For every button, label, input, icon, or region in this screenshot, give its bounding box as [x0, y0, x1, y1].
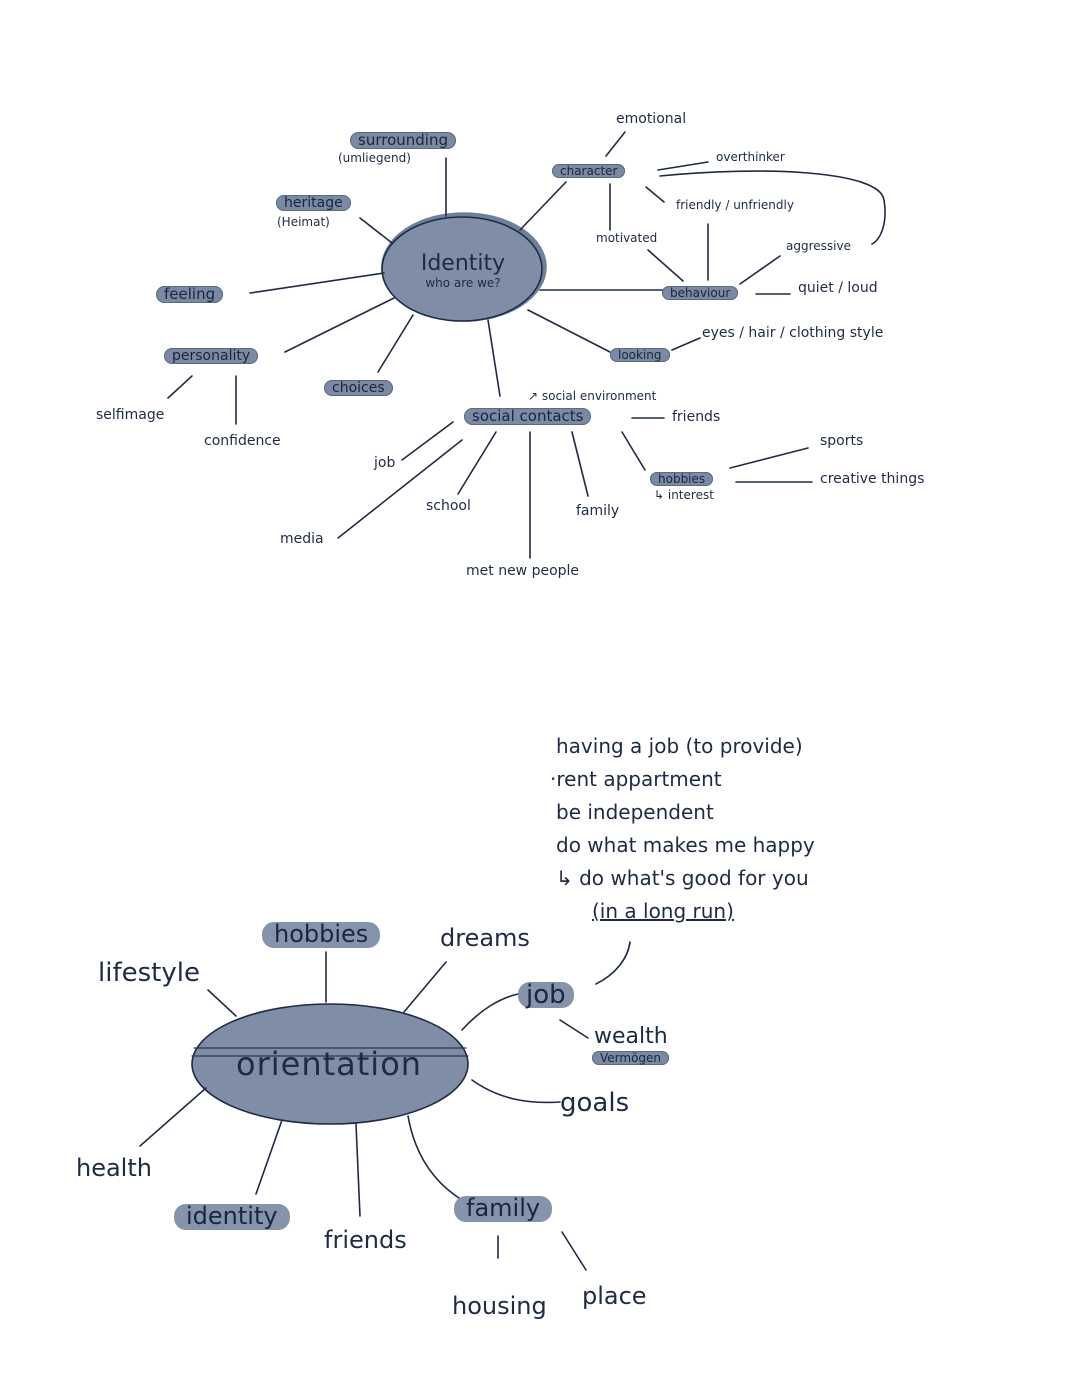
link-motivated-behaviour [647, 249, 684, 282]
link2-friends [355, 1123, 361, 1217]
link-personality [284, 297, 395, 353]
node-media: media [280, 531, 324, 547]
note-line-5: ↳ do what's good for you [556, 866, 809, 890]
link2-goals [471, 1079, 561, 1104]
node-social-contacts: social contacts [464, 408, 592, 425]
identity-center: Identity who are we? [390, 252, 536, 290]
node-selfimage: selfimage [96, 407, 165, 423]
node-sports: sports [820, 433, 864, 449]
link-heritage [359, 217, 393, 244]
node2-wealth-note: Vermögen [592, 1051, 670, 1065]
node2-health: health [76, 1154, 152, 1182]
link2-health [139, 1087, 207, 1147]
node-friends: friends [672, 409, 721, 425]
note-line-2: ·rent appartment [550, 767, 722, 791]
node2-job: job [518, 982, 574, 1008]
identity-subtitle: who are we? [425, 276, 501, 291]
identity-oval [381, 216, 543, 322]
link2-place [561, 1231, 587, 1271]
node-emotional: emotional [616, 111, 687, 127]
node-school: school [426, 498, 471, 514]
orientation-center: orientation [236, 1045, 423, 1083]
node-family: family [576, 503, 620, 519]
node-motivated: motivated [596, 231, 658, 245]
link2-dreams [403, 961, 447, 1013]
link-family [571, 431, 589, 497]
node2-dreams: dreams [440, 924, 530, 952]
node-feeling: feeling [156, 286, 224, 303]
node2-wealth: wealth [594, 1024, 668, 1049]
node-choices: choices [324, 380, 393, 396]
node-overthinker: overthinker [716, 150, 785, 164]
link-eyes [671, 337, 701, 351]
node-heritage: heritage [276, 195, 351, 211]
link2-identity [255, 1119, 283, 1195]
node-job: job [374, 455, 396, 471]
node-friendly: friendly / unfriendly [676, 198, 794, 212]
node-surrounding: surrounding [350, 132, 456, 149]
link-job [401, 421, 454, 461]
node-creative-things: creative things [820, 471, 925, 487]
node2-place: place [582, 1282, 647, 1310]
node-hobbies: hobbies [650, 472, 714, 486]
node2-family: family [454, 1196, 553, 1222]
node2-lifestyle: lifestyle [98, 958, 200, 988]
node2-housing: housing [452, 1292, 547, 1320]
node-surrounding-note: (umliegend) [338, 151, 411, 165]
link-overthinker [657, 161, 709, 171]
link-looking [527, 309, 611, 353]
link-selfimage [167, 375, 193, 399]
notes-list: having a job (to provide) ·rent appartme… [550, 730, 815, 928]
note-line-3: be independent [556, 800, 714, 824]
link-feeling [249, 272, 385, 294]
node-met-new-people: met new people [466, 563, 580, 579]
link-emotional [605, 131, 626, 157]
node-heritage-note: (Heimat) [277, 215, 330, 229]
node-interest: ↳ interest [654, 488, 714, 502]
link-school [457, 431, 497, 495]
link-character [519, 181, 567, 231]
link-hobbies [621, 431, 646, 471]
link-aggressive [739, 255, 781, 285]
link-friendly [645, 186, 665, 203]
node-social-environment: ↗ social environment [528, 389, 657, 403]
node-eyes: eyes / hair / clothing style [702, 325, 884, 341]
node-character: character [552, 164, 626, 178]
orientation-oval [191, 1003, 469, 1125]
note-line-6: (in a long run) [592, 899, 734, 923]
node2-friends: friends [324, 1226, 407, 1254]
link2-notes [595, 941, 631, 985]
node-behaviour: behaviour [662, 286, 739, 300]
note-line-1: having a job (to provide) [556, 734, 803, 758]
link2-lifestyle [207, 989, 237, 1017]
link-sports [729, 447, 809, 469]
link2-family [407, 1115, 463, 1201]
node-quiet-loud: quiet / loud [798, 280, 878, 296]
link2-wealth [559, 1019, 589, 1039]
identity-title: Identity [420, 251, 506, 276]
link-overthinker-curve [659, 170, 886, 245]
node2-identity: identity [174, 1204, 290, 1230]
node2-goals: goals [560, 1088, 630, 1118]
link-choices [377, 314, 414, 373]
link-media [337, 439, 463, 539]
link2-job [461, 993, 519, 1031]
node2-hobbies: hobbies [262, 922, 381, 948]
node-aggressive: aggressive [786, 239, 851, 253]
node-confidence: confidence [204, 433, 281, 449]
note-line-4: do what makes me happy [556, 833, 815, 857]
node-personality: personality [164, 348, 259, 364]
node-looking: looking [610, 348, 670, 362]
link-social-contacts [487, 319, 501, 397]
